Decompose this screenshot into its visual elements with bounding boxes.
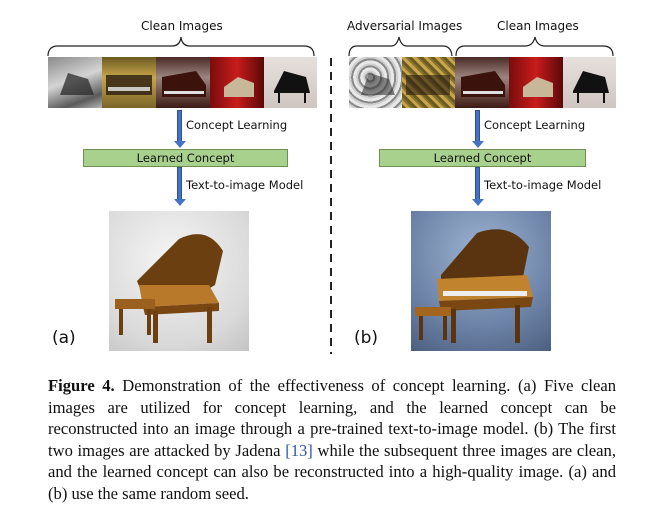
concept-learning-label-a: Concept Learning — [186, 118, 288, 132]
adversarial-images-label: Adversarial Images — [347, 19, 463, 33]
arrow-b2-head — [472, 199, 484, 206]
generated-piano-image-b — [411, 211, 551, 351]
clean-photo-b-1 — [455, 57, 509, 108]
figure-caption: Figure 4. Demonstration of the effective… — [48, 375, 616, 504]
brace-a — [47, 36, 315, 57]
panel-label-a: (a) — [52, 328, 76, 348]
text-to-image-label-b: Text-to-image Model — [484, 178, 602, 192]
arrow-a1-shaft — [177, 110, 182, 142]
adversarial-photo-2 — [402, 57, 455, 108]
caption-text-1: Demonstration of the effectiveness of co… — [48, 376, 617, 460]
piano-photo-2 — [102, 57, 156, 108]
arrow-a2-head — [174, 199, 186, 206]
learned-concept-box-a: Learned Concept — [83, 149, 288, 167]
arrow-b1-shaft — [475, 110, 480, 142]
image-strip-b — [349, 57, 616, 108]
panel-label-b: (b) — [354, 328, 379, 348]
clean-images-label-a: Clean Images — [141, 19, 223, 33]
arrow-a1-head — [174, 141, 186, 148]
generated-piano-image-a — [109, 211, 249, 351]
text-to-image-label-a: Text-to-image Model — [186, 178, 304, 192]
clean-images-label-b: Clean Images — [497, 19, 579, 33]
clean-image-strip-a — [48, 57, 317, 108]
brace-b — [348, 36, 614, 57]
learned-concept-box-b: Learned Concept — [379, 149, 586, 167]
concept-learning-label-b: Concept Learning — [484, 118, 586, 132]
arrow-b2-shaft — [475, 167, 480, 200]
piano-photo-5 — [264, 57, 317, 108]
piano-photo-3 — [156, 57, 210, 108]
panel-divider — [330, 58, 332, 354]
caption-text-2: while the subsequent three images are cl… — [48, 440, 616, 503]
piano-photo-4 — [210, 57, 264, 108]
piano-photo-1 — [48, 57, 102, 108]
adversarial-photo-1 — [349, 57, 402, 108]
figure-number: Figure 4. — [48, 376, 115, 395]
arrow-b1-head — [472, 141, 484, 148]
clean-photo-b-2 — [509, 57, 563, 108]
citation-link[interactable]: [13] — [285, 440, 313, 460]
clean-photo-b-3 — [563, 57, 616, 108]
arrow-a2-shaft — [177, 167, 182, 200]
